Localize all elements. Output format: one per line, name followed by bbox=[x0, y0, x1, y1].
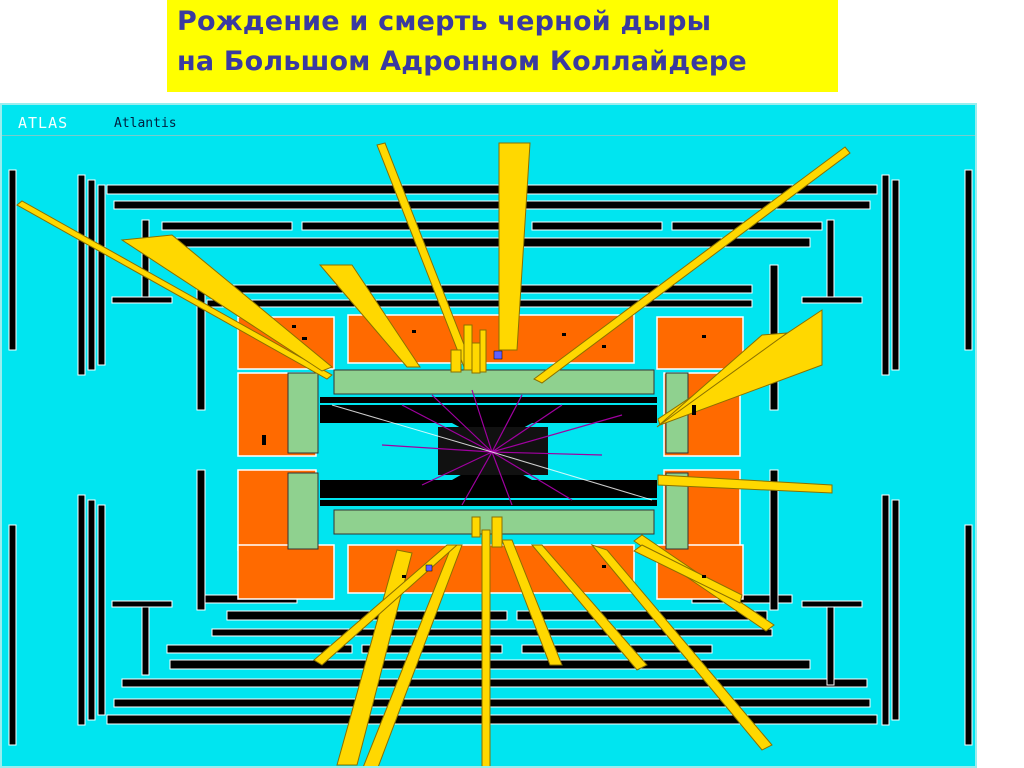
slide-title-line-1: Рождение и смерть черной дыры bbox=[177, 6, 712, 37]
display-header-bar: ATLAS Atlantis bbox=[2, 105, 975, 136]
particle-tracks bbox=[381, 389, 623, 506]
detector-graphic bbox=[8, 142, 973, 766]
atlas-event-display: ATLAS Atlantis bbox=[0, 103, 977, 768]
experiment-label: ATLAS bbox=[18, 114, 69, 132]
cell-deposits bbox=[262, 325, 706, 578]
muon-chambers bbox=[8, 169, 973, 746]
software-label: Atlantis bbox=[114, 116, 177, 131]
slide-title-line-2: на Большом Адронном Коллайдере bbox=[177, 46, 747, 77]
inner-detector bbox=[320, 397, 657, 506]
slide-title-box: Рождение и смерть черной дыры на Большом… bbox=[167, 0, 838, 92]
energy-towers bbox=[16, 142, 851, 766]
